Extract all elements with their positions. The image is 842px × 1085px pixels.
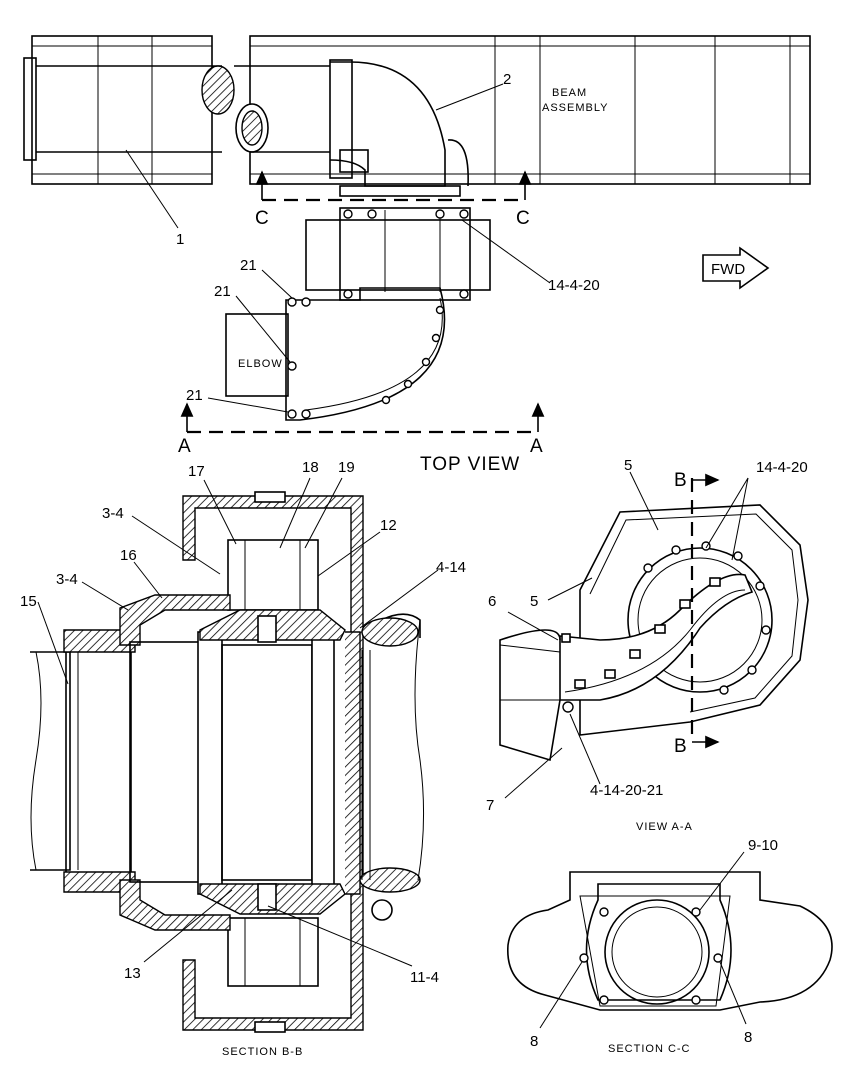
aa-elbow-duct bbox=[499, 573, 754, 762]
elbow-part-2 bbox=[329, 59, 469, 197]
bb-pipe-left bbox=[30, 629, 136, 893]
view-a-a-caption: VIEW A-A bbox=[636, 821, 693, 833]
callout-17: 17 bbox=[188, 463, 205, 480]
callout-16: 16 bbox=[120, 547, 137, 564]
section-b-b: SECTION B-B 17 18 19 3-4 3-4 16 12 4-14 … bbox=[20, 459, 466, 1058]
section-marker-b-bottom: B bbox=[674, 736, 688, 757]
section-c-c-caption: SECTION C-C bbox=[608, 1043, 691, 1055]
callout-13: 13 bbox=[124, 965, 141, 982]
right-beam bbox=[249, 35, 811, 185]
callout-3-4-upper: 3-4 bbox=[102, 505, 124, 522]
aa-section-line-b: B B bbox=[674, 470, 720, 757]
callout-3-4-lower: 3-4 bbox=[56, 571, 78, 588]
beam-label-line1: BEAM bbox=[552, 87, 587, 99]
top-view-title: TOP VIEW bbox=[420, 454, 520, 475]
callout-4-14-20-21: 4-14-20-21 bbox=[590, 782, 663, 799]
section-marker-a-right: A bbox=[530, 436, 544, 457]
callout-12: 12 bbox=[380, 517, 397, 534]
callout-4-14: 4-14 bbox=[436, 559, 466, 576]
callout-15: 15 bbox=[20, 593, 37, 610]
callout-21-c: 21 bbox=[186, 387, 203, 404]
tube-part-1 bbox=[36, 65, 330, 153]
callout-2: 2 bbox=[503, 71, 511, 88]
callout-8-left: 8 bbox=[530, 1033, 538, 1050]
bb-inner-cylinder bbox=[129, 609, 346, 915]
left-beam bbox=[23, 35, 213, 185]
section-marker-b-top: B bbox=[674, 470, 688, 491]
bb-flange-16 bbox=[119, 594, 231, 931]
section-b-b-caption: SECTION B-B bbox=[222, 1046, 303, 1058]
callout-21-a: 21 bbox=[240, 257, 257, 274]
bb-pipe-right bbox=[345, 613, 425, 921]
callout-1: 1 bbox=[176, 231, 184, 248]
callout-14-4-20-view: 14-4-20 bbox=[756, 459, 808, 476]
section-marker-c-left: C bbox=[255, 208, 270, 229]
callout-5-lower: 5 bbox=[530, 593, 538, 610]
forward-label: FWD bbox=[711, 261, 745, 278]
elbow-outline: ELBOW bbox=[225, 287, 446, 421]
callout-21-b: 21 bbox=[214, 283, 231, 300]
view-a-a: B B VIEW A-A 5 5 14-4-20 6 7 4-14-20-21 bbox=[486, 457, 809, 833]
aa-housing bbox=[579, 504, 809, 736]
section-line-a: A A bbox=[178, 402, 545, 457]
callout-6: 6 bbox=[488, 593, 496, 610]
callout-18: 18 bbox=[302, 459, 319, 476]
section-marker-a-left: A bbox=[178, 436, 192, 457]
forward-arrow: FWD bbox=[702, 246, 770, 290]
callout-5-upper: 5 bbox=[624, 457, 632, 474]
callout-8-right: 8 bbox=[744, 1029, 752, 1046]
callout-9-10: 9-10 bbox=[748, 837, 778, 854]
section-c-c: SECTION C-C 9-10 8 8 bbox=[507, 837, 833, 1055]
clamp-block bbox=[305, 207, 491, 301]
callout-7: 7 bbox=[486, 797, 494, 814]
top-view: C C bbox=[23, 35, 811, 475]
section-line-c: C C bbox=[255, 170, 532, 229]
callout-11-4: 11-4 bbox=[410, 969, 439, 986]
callout-19: 19 bbox=[338, 459, 355, 476]
section-marker-c-right: C bbox=[516, 208, 531, 229]
beam-label-line2: ASSEMBLY bbox=[542, 102, 609, 114]
callout-14-4-20-top: 14-4-20 bbox=[548, 277, 600, 294]
elbow-label: ELBOW bbox=[238, 358, 283, 370]
